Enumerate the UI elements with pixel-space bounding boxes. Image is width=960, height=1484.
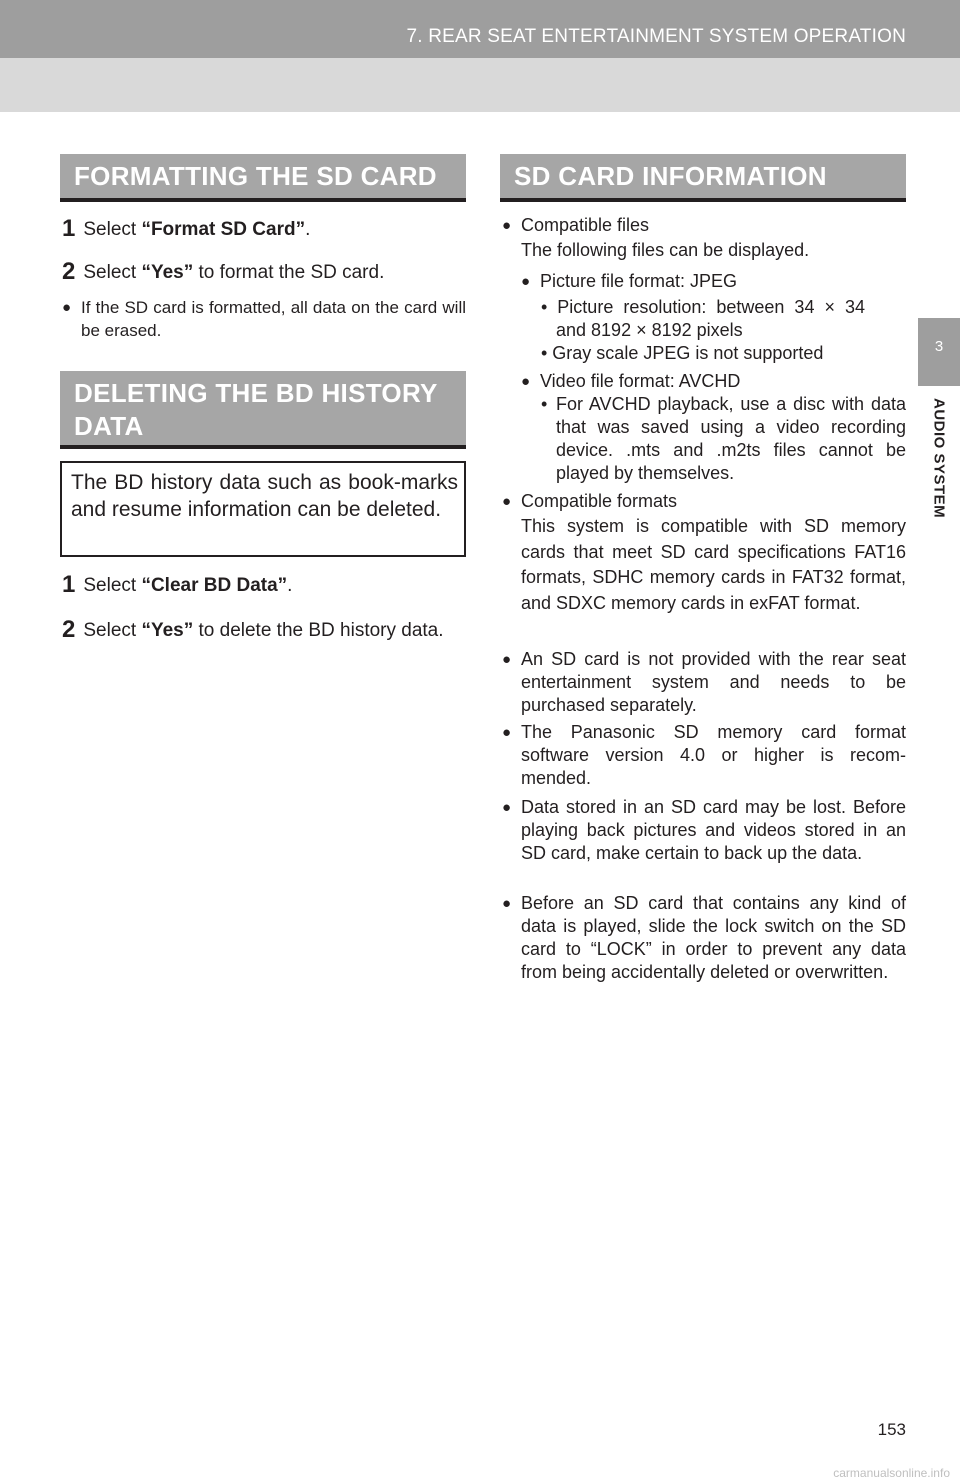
picture-resolution-2: and 8192 × 8192 pixels	[556, 320, 743, 340]
bullet-icon: ●	[502, 895, 512, 912]
step-text-end: .	[287, 575, 293, 596]
bullet-icon: ●	[521, 273, 531, 290]
avchd-note: • For AVCHD playback, use a disc with da…	[541, 393, 906, 485]
note-text: An SD card is not provided with the rear…	[521, 649, 906, 715]
note-text: Data stored in an SD card may be lost. B…	[521, 797, 906, 863]
step-text-end: .	[305, 219, 311, 240]
header-strip: 7. REAR SEAT ENTERTAINMENT SYSTEM OPERAT…	[0, 0, 960, 58]
picture-format: ● Picture file format: JPEG	[521, 270, 906, 294]
formats-desc: This system is compatible with SD memory…	[521, 516, 906, 613]
format-step-1: 1 Select “Format SD Card”.	[62, 216, 310, 243]
heading-deleting-line1: DELETING THE BD HISTORY	[74, 378, 438, 408]
compatible-formats-label: Compatible formats	[521, 491, 678, 511]
step-button-label: “Clear BD Data”	[141, 575, 288, 596]
grayscale-note: • Gray scale JPEG is not supported	[541, 343, 824, 363]
compatible-files-label: Compatible files	[521, 215, 650, 235]
note-text: The Panasonic SD memory card format soft…	[521, 722, 906, 788]
watermark: carmanualsonline.info	[833, 1466, 950, 1480]
step-number: 1	[62, 215, 76, 242]
picture-format-text: Picture file format: JPEG	[540, 271, 738, 291]
video-format: ● Video file format: AVCHD	[521, 370, 906, 394]
compatible-formats: ● Compatible formats	[502, 490, 906, 514]
video-format-text: Video file format: AVCHD	[540, 371, 741, 391]
bullet-icon: ●	[502, 217, 512, 234]
heading-deleting-line2: DATA	[74, 411, 144, 441]
chapter-tab: 3	[918, 318, 960, 386]
bullet-icon: ●	[502, 799, 512, 816]
files-desc: The following files can be displayed.	[521, 240, 810, 260]
step-button-label: “Format SD Card”	[141, 219, 306, 240]
bd-history-box: The BD history data such as book-marks a…	[60, 461, 466, 557]
heading-deleting: DELETING THE BD HISTORY DATA	[60, 371, 466, 449]
step-text: Select	[83, 620, 142, 641]
bullet-icon: ●	[62, 299, 72, 316]
step-text: Select	[83, 575, 142, 596]
delete-step-2: 2 Select “Yes” to delete the BD history d…	[62, 615, 466, 645]
bullet-icon: ●	[502, 651, 512, 668]
delete-step-1: 1 Select “Clear BD Data”.	[62, 572, 292, 599]
compatible-files: ● Compatible files	[502, 214, 906, 238]
section-title: 7. REAR SEAT ENTERTAINMENT SYSTEM OPERAT…	[406, 26, 906, 47]
chapter-label: AUDIO SYSTEM	[930, 398, 948, 519]
header-band: 7. REAR SEAT ENTERTAINMENT SYSTEM OPERAT…	[0, 0, 960, 112]
step-button-label: “Yes”	[141, 262, 194, 283]
format-step-2: 2 Select “Yes” to format the SD card.	[62, 259, 384, 286]
step-text: Select	[83, 262, 142, 283]
bullet-icon: ●	[502, 493, 512, 510]
bullet-icon: ●	[521, 373, 531, 390]
heading-formatting-text: FORMATTING THE SD CARD	[74, 161, 437, 191]
sub-bullet: •	[541, 394, 548, 414]
bullet-icon: ●	[502, 724, 512, 741]
avchd-note-text: For AVCHD playback, use a disc with data…	[556, 394, 906, 483]
step-button-label: “Yes”	[141, 620, 194, 641]
step-text: Select	[83, 219, 142, 240]
chapter-number: 3	[934, 338, 944, 355]
step-number: 2	[62, 258, 76, 285]
step-number: 1	[62, 571, 76, 598]
heading-formatting: FORMATTING THE SD CARD	[60, 154, 466, 202]
note-text: If the SD card is formatted, all data on…	[81, 298, 466, 340]
heading-sd-info-text: SD CARD INFORMATION	[514, 161, 827, 191]
heading-sd-info: SD CARD INFORMATION	[500, 154, 906, 202]
picture-resolution-1: • Picture resolution: between 34 × 34	[541, 297, 865, 317]
note-text: Before an SD card that contains any kind…	[521, 893, 906, 982]
step-text-end: to format the SD card.	[193, 262, 385, 283]
step-number: 2	[62, 616, 76, 643]
step-text-end: to delete the BD history data.	[193, 620, 444, 641]
page-number: 153	[877, 1420, 906, 1439]
